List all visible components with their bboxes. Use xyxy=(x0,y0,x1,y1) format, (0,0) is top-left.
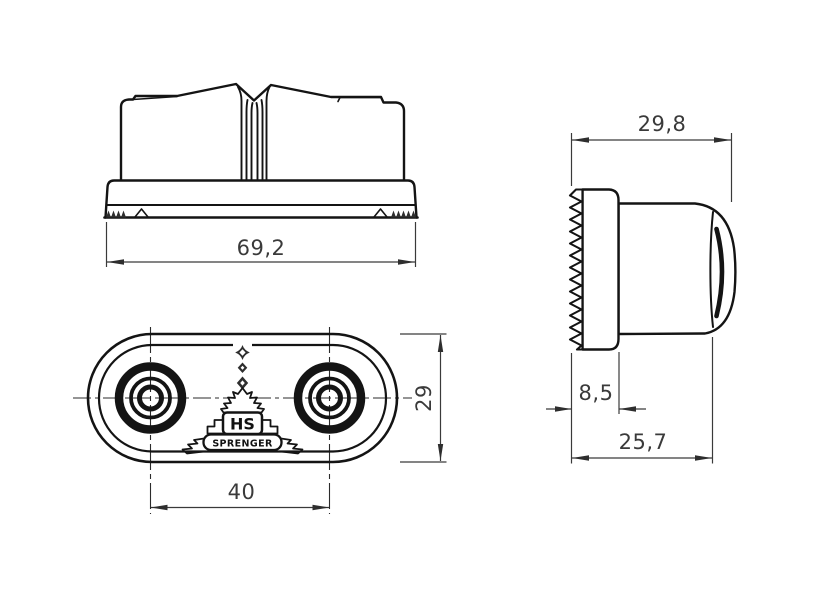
side-body-arrow-right xyxy=(695,455,712,461)
side-body-outline xyxy=(617,202,737,336)
side-plate-arrow-right xyxy=(619,406,636,412)
logo-crown xyxy=(220,387,265,414)
front-width-arrow-right xyxy=(398,259,415,265)
top-right-hole xyxy=(293,362,366,434)
side-body-label: 25,7 xyxy=(619,430,668,454)
side-plate-label: 8,5 xyxy=(579,381,614,405)
logo-left-step xyxy=(206,419,225,435)
logo-right-wing xyxy=(280,437,304,455)
side-dome-crescent xyxy=(714,226,725,319)
top-height-label: 29 xyxy=(412,384,436,412)
front-groove-line-2 xyxy=(245,99,249,181)
left-hole-middle-ring xyxy=(129,376,172,420)
front-serration-left-notch xyxy=(134,208,149,218)
front-view: 69,2 xyxy=(103,82,419,267)
front-right-lip-line xyxy=(337,96,382,103)
front-base-outline xyxy=(104,179,418,219)
side-total-arrow-right xyxy=(714,137,731,143)
front-groove-line-3 xyxy=(250,102,254,181)
logo-left-wing xyxy=(181,437,205,455)
front-serration-left-teeth xyxy=(106,210,126,218)
front-groove-line-5 xyxy=(260,99,264,181)
sprenger-logo: HS SPRENGER xyxy=(181,345,304,455)
top-height-dimension: 29 xyxy=(400,333,447,463)
top-height-arrow-top xyxy=(437,335,444,352)
side-total-depth-dimension: 29,8 xyxy=(570,112,733,202)
front-width-dimension: 69,2 xyxy=(105,222,417,267)
right-hole-inner-ring xyxy=(316,384,343,412)
top-spacing-dimension: 40 xyxy=(150,480,330,511)
front-width-label: 69,2 xyxy=(237,236,286,260)
left-hole-inner-ring xyxy=(137,384,164,412)
side-total-label: 29,8 xyxy=(638,112,687,136)
top-height-arrow-bottom xyxy=(437,444,444,461)
front-groove-line-1 xyxy=(237,86,243,181)
right-hole-middle-ring xyxy=(308,376,351,420)
logo-finial-center xyxy=(240,380,245,386)
logo-monogram: HS xyxy=(230,415,255,434)
side-dome-face-line xyxy=(709,211,714,328)
top-left-hole xyxy=(114,362,187,434)
logo-star-center xyxy=(239,349,246,356)
logo-diamond-center xyxy=(240,365,245,370)
side-plate-arrow-left xyxy=(555,406,572,412)
side-plate-depth-dimension: 8,5 xyxy=(546,352,646,464)
side-flange-outline xyxy=(581,188,620,351)
logo-brand-band xyxy=(202,433,283,452)
front-width-arrow-left xyxy=(107,259,124,265)
top-spacing-label: 40 xyxy=(228,480,256,504)
side-view: 29,8 8,5 25,7 xyxy=(546,112,737,464)
top-outer-outline xyxy=(86,332,399,464)
top-view: HS SPRENGER 29 40 xyxy=(73,327,447,514)
top-spacing-arrow-right xyxy=(312,504,330,511)
logo-brand: SPRENGER xyxy=(212,439,273,450)
side-body-depth-dimension: 25,7 xyxy=(572,337,714,464)
right-hole-outer-ring xyxy=(293,362,366,434)
side-total-arrow-left xyxy=(572,137,589,143)
logo-right-step xyxy=(260,419,279,435)
left-hole-outer-ring xyxy=(114,362,187,434)
side-serrated-plate xyxy=(568,188,584,351)
front-groove-line-4 xyxy=(255,102,259,181)
front-left-lip-line xyxy=(132,95,178,101)
front-serration-right-teeth xyxy=(391,210,416,218)
top-inner-outline-gap xyxy=(233,339,252,350)
front-serration-right-notch xyxy=(373,208,388,218)
side-body-arrow-left xyxy=(572,455,589,461)
front-groove-line-6 xyxy=(265,86,271,181)
top-spacing-arrow-left xyxy=(150,504,168,511)
